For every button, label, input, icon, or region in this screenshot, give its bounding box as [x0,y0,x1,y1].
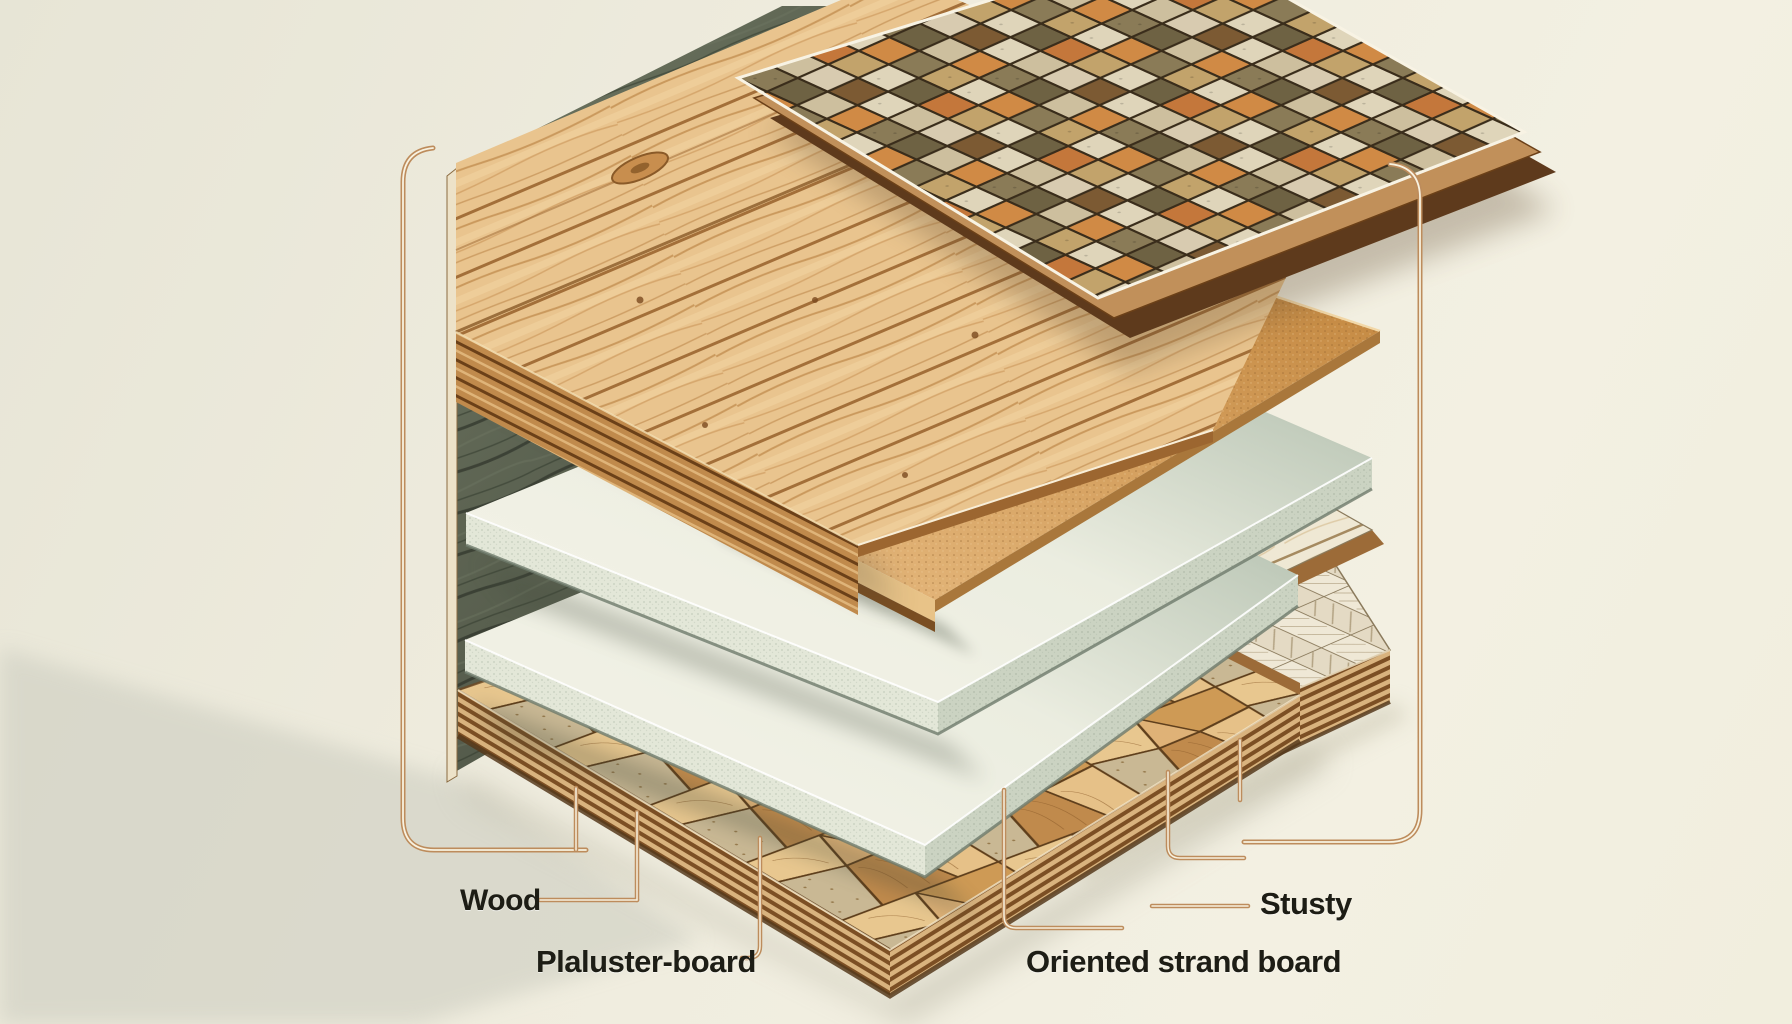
mosaic-tile-panel [734,0,1556,372]
leader-lines [400,145,1423,961]
left-edge-strip [446,166,458,783]
label-plasterboard: Plaluster-board [536,944,756,979]
plasterboard-lower-shadow [470,700,980,920]
label-oriented-strand-board: Oriented strand board [1026,944,1342,979]
plasterboard-upper-shadow [480,560,985,780]
label-stusty: Stusty [1260,886,1352,921]
label-wood: Wood [460,884,541,917]
